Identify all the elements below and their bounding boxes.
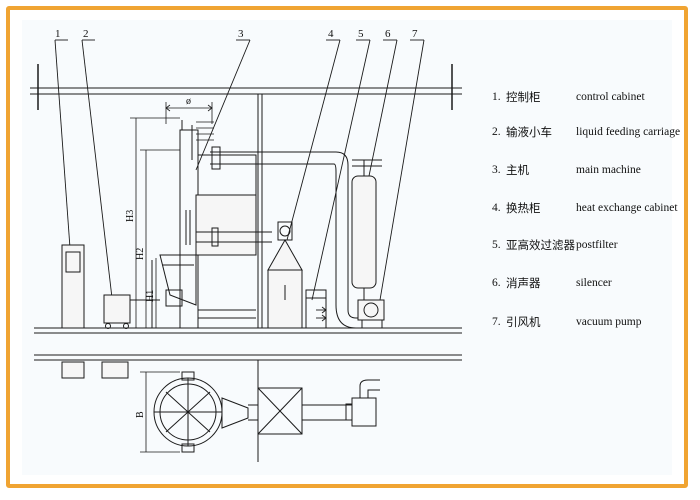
silencer	[351, 159, 382, 300]
vacuum-pump	[357, 299, 385, 329]
dim-h3: H3	[125, 210, 136, 222]
plan-view	[61, 361, 380, 453]
dim-h2: H2	[135, 248, 146, 260]
liquid-feeding-carriage	[103, 294, 160, 329]
building-column	[257, 94, 263, 462]
dim-h1: H1	[145, 290, 156, 302]
dim-diameter: ø	[186, 96, 191, 107]
callout-7: 7	[412, 28, 418, 40]
postfilter	[305, 289, 327, 329]
callout-2: 2	[83, 28, 89, 40]
main-machine	[151, 120, 257, 329]
air-duct	[196, 146, 376, 329]
airflow-arrows	[316, 306, 327, 322]
callout-5: 5	[358, 28, 364, 40]
heat-exchange-cabinet	[267, 221, 303, 329]
callout-4: 4	[328, 28, 334, 40]
floor-line	[34, 327, 462, 361]
filter-bag-marks	[196, 121, 214, 141]
ceiling-beam	[30, 64, 462, 110]
dimension-labels: ø H3 H2 H1 B	[125, 96, 191, 418]
callout-numbers: 1 2 3 4 5 6 7	[55, 28, 418, 40]
control-cabinet	[61, 244, 85, 329]
callout-3: 3	[238, 28, 244, 40]
callout-6: 6	[385, 28, 391, 40]
dim-b: B	[135, 411, 146, 418]
drawing-background	[22, 20, 672, 475]
dimension-lines	[130, 102, 213, 453]
callout-1: 1	[55, 28, 61, 40]
